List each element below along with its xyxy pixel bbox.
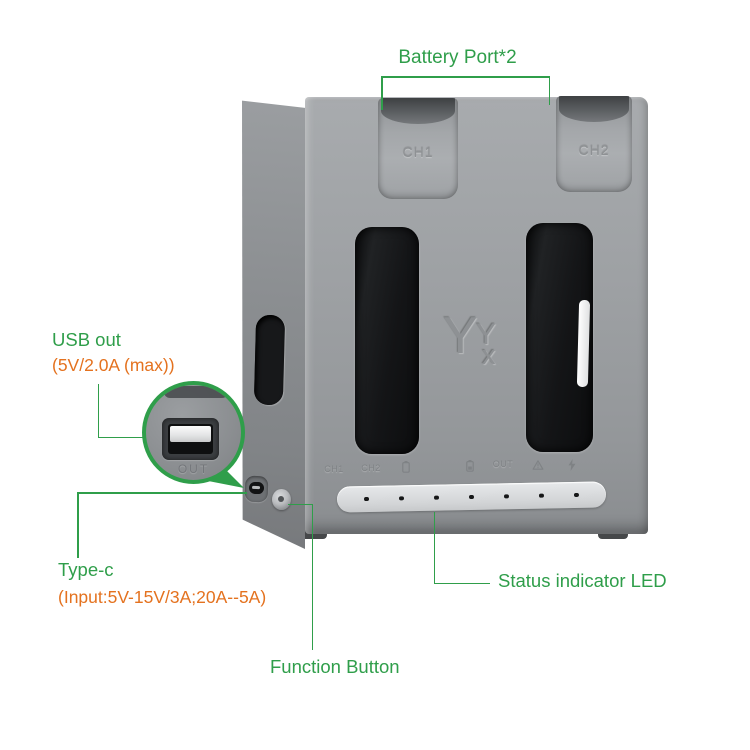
status-led-line-vertical [433, 512, 435, 584]
warning-triangle-icon [532, 460, 544, 470]
type-c-spec: (Input:5V-15V/3A;20A--5A) [58, 587, 267, 607]
brand-logo-y-large: Y [443, 307, 478, 365]
led-dot [504, 494, 509, 499]
function-button [272, 489, 291, 510]
type-c-line-vertical [77, 492, 79, 558]
usb-out-engraving: OUT [177, 462, 210, 476]
function-button-line-horizontal [288, 503, 313, 505]
indicator-label-ch1: CH1 [324, 464, 344, 474]
led-status-strip [336, 481, 607, 513]
battery-port-bracket-right [548, 76, 550, 105]
device-foot-left [301, 530, 327, 539]
battery-icon [402, 461, 410, 473]
status-led-line-horizontal [433, 582, 490, 584]
type-c-line-horizontal [77, 492, 247, 494]
type-c-label: Type-c [58, 559, 114, 580]
battery-port-bracket-left [381, 76, 383, 110]
indicator-label-ch2: CH2 [361, 463, 381, 473]
usb-out-label: USB out [52, 329, 121, 350]
battery-icon [466, 460, 474, 472]
magnified-seam-shadow [164, 386, 228, 398]
port-scoop-shadow [559, 96, 629, 122]
led-dot [363, 496, 369, 502]
battery-port-ch2: CH2 [556, 96, 632, 192]
led-dot [434, 495, 439, 500]
lightning-bolt-icon [568, 459, 576, 471]
function-button-center [278, 496, 284, 502]
usb-a-opening [168, 424, 213, 454]
type-c-opening [248, 481, 265, 495]
usb-a-port [162, 418, 219, 460]
usb-port-magnifier: OUT [142, 381, 245, 484]
function-button-line-vertical [311, 503, 313, 650]
battery-port-label: Battery Port*2 [398, 47, 517, 68]
usb-out-spec: (5V/2.0A (max)) [52, 355, 175, 375]
reflection-stripe [576, 299, 591, 388]
battery-port-ch1: CH1 [378, 98, 458, 199]
function-button-label: Function Button [270, 656, 400, 677]
led-dot [539, 493, 544, 498]
type-c-tongue [252, 485, 261, 490]
led-dot [469, 494, 474, 500]
status-led-label: Status indicator LED [498, 570, 667, 591]
usb-out-line-horizontal [97, 436, 146, 438]
device-foot-right [598, 530, 628, 539]
battery-window-left [355, 227, 419, 454]
usb-out-line-vertical [97, 384, 99, 438]
led-dot [399, 496, 404, 501]
side-vent-slot [253, 314, 286, 406]
port-scoop-shadow [381, 98, 455, 124]
battery-window-right [526, 223, 593, 452]
brand-logo-x: x [482, 340, 496, 370]
brand-logo-y-small: Y [476, 318, 497, 351]
battery-port-bracket-top [381, 76, 550, 78]
port-ch1-label: CH1 [402, 144, 434, 160]
usb-a-tab [170, 426, 211, 442]
port-ch2-label: CH2 [578, 142, 610, 158]
led-dot [574, 492, 579, 498]
indicator-label-out: OUT [492, 459, 514, 469]
